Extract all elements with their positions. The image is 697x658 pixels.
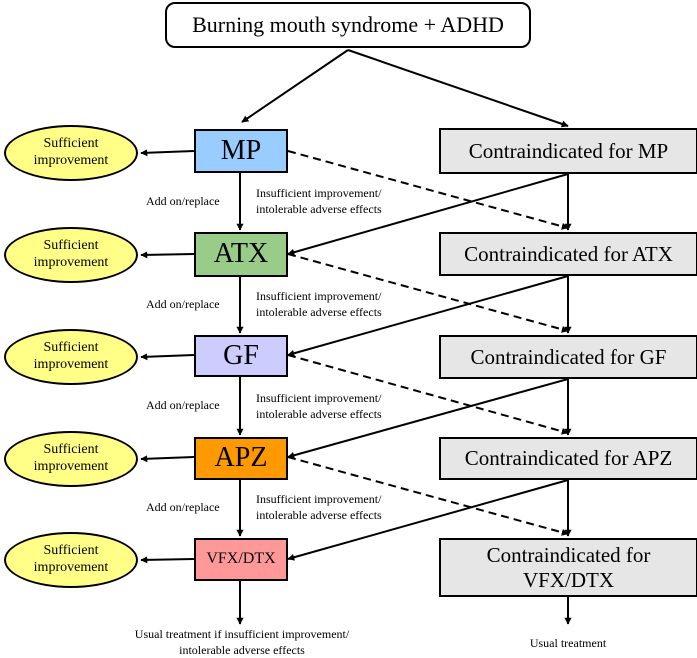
arrow-contra-atx-to-gf-drug xyxy=(287,275,569,357)
outcome-ellipse-atx: Sufficient improvement xyxy=(4,227,138,283)
dashed-gf-to-contra-apz xyxy=(287,354,569,435)
drug-label-apz: APZ xyxy=(214,442,268,474)
arrow-contra-gf-to-apz-drug xyxy=(287,378,569,459)
drug-label-mp: MP xyxy=(220,134,262,166)
arrow-mp-to-outcome xyxy=(140,149,195,157)
insufficient-label-1: Insufficient improvement/ intolerable ad… xyxy=(256,186,382,216)
insufficient-label-3: Insufficient improvement/ intolerable ad… xyxy=(256,391,382,421)
dashed-apz-to-contra-vfx xyxy=(287,456,569,536)
title-text: Burning mouth syndrome + ADHD xyxy=(192,12,504,38)
drug-label-vfx-dtx: VFX/DTX xyxy=(206,550,276,568)
insufficient-label-2: Insufficient improvement/ intolerable ad… xyxy=(256,289,382,319)
arrow-vfx-to-outcome xyxy=(140,556,195,564)
add-on-label-1: Add on/replace xyxy=(146,194,220,208)
arrow-gf-to-outcome xyxy=(140,353,195,361)
contra-box-vfx-dtx: Contraindicated for VFX/DTX xyxy=(439,538,697,597)
contra-box-atx: Contraindicated for ATX xyxy=(439,232,697,276)
arrow-title-to-contra-mp xyxy=(347,49,569,128)
drug-label-gf: GF xyxy=(223,339,259,371)
outcome-ellipse-mp: Sufficient improvement xyxy=(4,125,138,181)
insufficient-label-4: Insufficient improvement/ intolerable ad… xyxy=(256,492,382,522)
contra-box-mp: Contraindicated for MP xyxy=(439,128,697,174)
outcome-ellipse-vfx-dtx: Sufficient improvement xyxy=(4,532,138,588)
contra-label-apz: Contraindicated for APZ xyxy=(464,446,673,471)
drug-box-atx: ATX xyxy=(194,232,288,277)
outcome-ellipse-gf: Sufficient improvement xyxy=(4,329,138,385)
drug-box-mp: MP xyxy=(194,129,288,173)
contra-label-atx: Contraindicated for ATX xyxy=(464,241,673,266)
contra-label-mp: Contraindicated for MP xyxy=(468,138,669,163)
outcome-label: Sufficient improvement xyxy=(33,136,109,168)
contra-label-vfx-dtx: Contraindicated for VFX/DTX xyxy=(486,543,651,592)
add-on-label-4: Add on/replace xyxy=(146,500,220,514)
arrow-apz-to-outcome xyxy=(140,455,195,463)
arrow-contra-apz-to-vfx-drug xyxy=(287,479,569,561)
arrow-atx-to-outcome xyxy=(140,251,195,259)
contra-box-gf: Contraindicated for GF xyxy=(439,335,697,379)
outcome-label: Sufficient improvement xyxy=(33,442,109,474)
add-on-label-2: Add on/replace xyxy=(146,297,220,311)
dashed-mp-to-contra-atx xyxy=(287,150,569,230)
drug-box-apz: APZ xyxy=(194,437,288,480)
outcome-label: Sufficient improvement xyxy=(33,238,109,270)
title-box: Burning mouth syndrome + ADHD xyxy=(165,2,531,48)
contra-box-apz: Contraindicated for APZ xyxy=(439,437,697,480)
arrow-title-to-mp xyxy=(241,49,349,123)
add-on-label-3: Add on/replace xyxy=(146,398,220,412)
drug-box-vfx-dtx: VFX/DTX xyxy=(194,538,288,581)
outcome-ellipse-apz: Sufficient improvement xyxy=(4,431,138,487)
final-left-text: Usual treatment if insufficient improvem… xyxy=(134,627,350,657)
drug-box-gf: GF xyxy=(194,335,288,377)
final-right-text: Usual treatment xyxy=(529,636,607,650)
arrow-contra-mp-to-atx-drug xyxy=(287,173,569,256)
outcome-label: Sufficient improvement xyxy=(33,543,109,575)
contra-label-gf: Contraindicated for GF xyxy=(470,344,667,369)
outcome-label: Sufficient improvement xyxy=(33,340,109,372)
drug-label-atx: ATX xyxy=(213,238,269,270)
dashed-atx-to-contra-gf xyxy=(287,253,569,333)
